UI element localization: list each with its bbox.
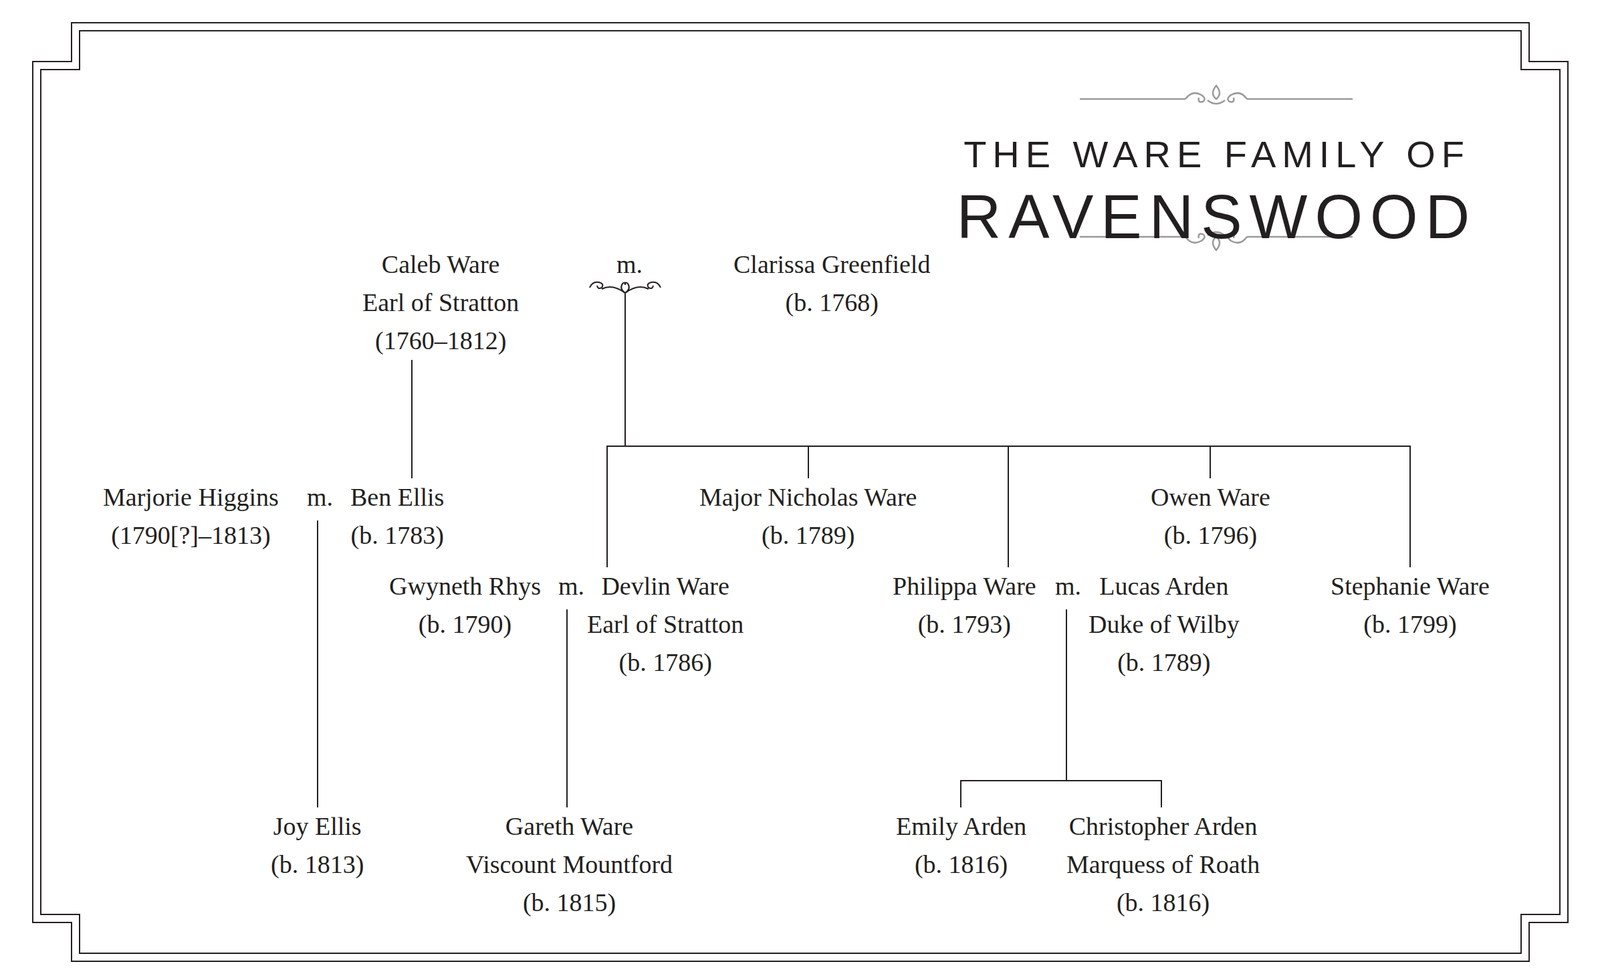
descent-line	[607, 293, 626, 567]
person-entry: Caleb WareEarl of Stratton(1760–1812)	[358, 245, 523, 360]
marriage-mark: m.	[1055, 566, 1082, 606]
person-name: Ben Ellis	[350, 478, 444, 517]
person-detail: (b. 1786)	[587, 643, 744, 682]
outer-border	[32, 22, 1568, 961]
descent-line	[625, 293, 809, 479]
diagram-title: THE WARE FAMILY OF RAVENSWOOD	[916, 110, 1518, 253]
person-detail: (b. 1815)	[466, 883, 673, 922]
descent-line	[411, 359, 413, 479]
descent-line	[566, 609, 568, 808]
person-detail: (1790[?]–1813)	[102, 516, 279, 555]
person-entry: Gwyneth Rhys(b. 1790)	[385, 566, 545, 644]
person-entry: Philippa Ware(b. 1793)	[888, 566, 1041, 644]
person-detail: (b. 1768)	[733, 283, 931, 322]
person-name: Gareth Ware	[466, 807, 673, 846]
person-entry: Major Nicholas Ware(b. 1789)	[695, 478, 921, 555]
person-name: Major Nicholas Ware	[699, 478, 917, 517]
person-detail: Earl of Stratton	[587, 605, 744, 644]
person-name: Devlin Ware	[587, 566, 744, 606]
person-name: Christopher Arden	[1066, 807, 1260, 846]
marriage-mark: m.	[306, 478, 333, 517]
person-detail: (b. 1799)	[1330, 605, 1490, 644]
person-entry: Emily Arden(b. 1816)	[891, 807, 1031, 884]
inner-border	[40, 30, 1560, 953]
person-detail: (b. 1816)	[1066, 883, 1260, 922]
person-name: Clarissa Greenfield	[733, 245, 931, 284]
person-detail: (b. 1783)	[350, 516, 444, 555]
marriage-mark: m.	[616, 245, 643, 284]
descent-line	[625, 293, 1211, 479]
person-entry: Ben Ellis(b. 1783)	[346, 478, 448, 555]
person-name: Marjorie Higgins	[102, 478, 279, 517]
person-entry: Joy Ellis(b. 1813)	[266, 807, 368, 884]
person-name: Lucas Arden	[1088, 566, 1240, 606]
descent-line	[316, 520, 319, 808]
person-detail: (b. 1813)	[270, 845, 364, 884]
person-name: Caleb Ware	[362, 245, 519, 284]
descent-line	[1066, 609, 1162, 808]
descent-line	[607, 293, 626, 567]
marriage-flourish	[589, 282, 661, 293]
person-detail: (b. 1789)	[1088, 643, 1240, 682]
person-detail: (b. 1796)	[1150, 516, 1271, 555]
marriage-mark: m.	[558, 566, 585, 606]
person-detail: (b. 1790)	[389, 605, 541, 644]
person-entry: Devlin WareEarl of Stratton(b. 1786)	[583, 566, 748, 682]
person-name: Owen Ware	[1150, 478, 1271, 517]
person-detail: (1760–1812)	[362, 321, 519, 360]
person-name: Stephanie Ware	[1330, 566, 1490, 606]
person-detail: Marquess of Roath	[1066, 845, 1260, 884]
person-name: Philippa Ware	[892, 566, 1037, 606]
descent-line	[625, 293, 1009, 567]
descent-line	[960, 609, 1067, 808]
person-entry: Owen Ware(b. 1796)	[1146, 478, 1275, 555]
person-entry: Marjorie Higgins(1790[?]–1813)	[98, 478, 283, 555]
person-name: Joy Ellis	[270, 807, 364, 846]
person-entry: Stephanie Ware(b. 1799)	[1326, 566, 1494, 644]
person-name: Emily Arden	[895, 807, 1027, 846]
person-entry: Gareth WareViscount Mountford(b. 1815)	[462, 807, 677, 922]
person-detail: (b. 1816)	[895, 845, 1027, 884]
person-detail: (b. 1793)	[892, 605, 1037, 644]
descent-line	[625, 293, 1211, 479]
person-name: Gwyneth Rhys	[389, 566, 541, 606]
descent-line	[566, 609, 568, 808]
descent-line	[625, 293, 1411, 567]
descent-line	[625, 293, 1009, 567]
descent-line	[316, 520, 319, 808]
descent-line	[960, 609, 1067, 808]
descent-line	[625, 293, 809, 479]
person-entry: Christopher ArdenMarquess of Roath(b. 18…	[1062, 807, 1264, 922]
person-detail: Earl of Stratton	[362, 283, 519, 322]
person-detail: Duke of Wilby	[1088, 605, 1240, 644]
person-detail: (b. 1789)	[699, 516, 917, 555]
person-entry: Clarissa Greenfield(b. 1768)	[729, 245, 935, 322]
person-detail: Viscount Mountford	[466, 845, 673, 884]
descent-line	[1066, 609, 1162, 808]
descent-line	[625, 293, 1411, 567]
person-entry: Lucas ArdenDuke of Wilby(b. 1789)	[1084, 566, 1244, 682]
